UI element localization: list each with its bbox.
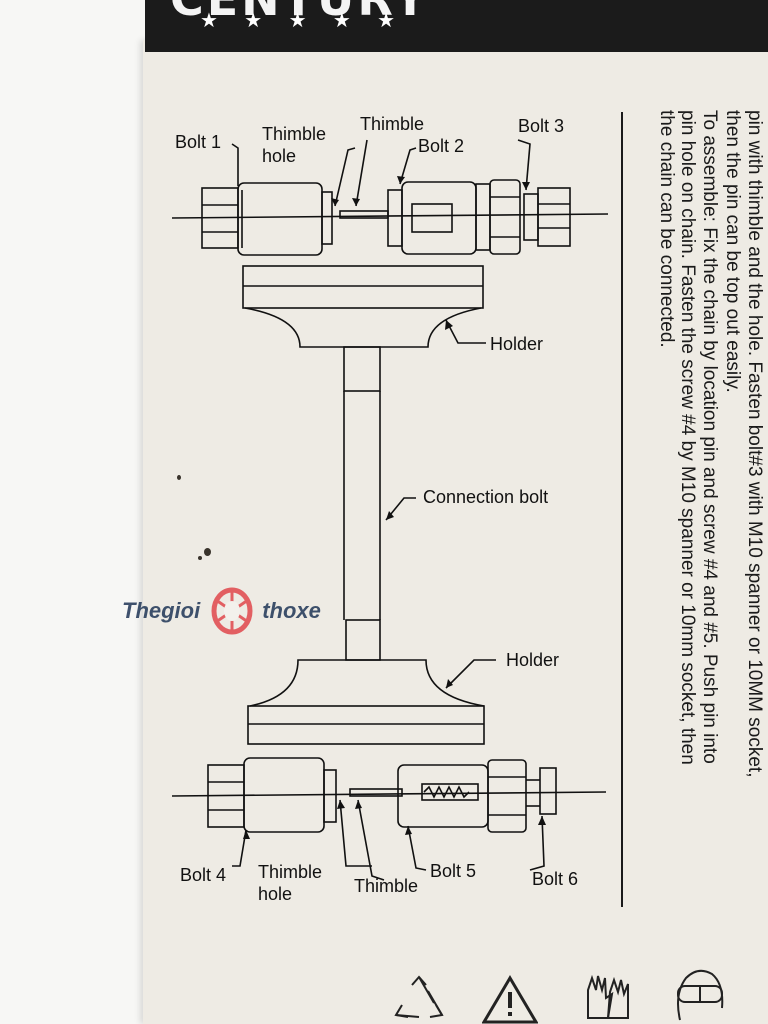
gloves-icon [587, 974, 629, 1019]
label-bolt-1: Bolt 1 [175, 132, 221, 152]
paper-speck [198, 556, 202, 560]
label-holder-bottom: Holder [506, 650, 559, 670]
instruction-line-4: pin hole on chain. Fasten the screw #4 b… [677, 110, 699, 765]
label-thimble-top: Thimble [360, 114, 424, 134]
brand-name: CENTURY [170, 0, 430, 26]
manual-page [143, 40, 768, 1024]
label-bolt-4: Bolt 4 [180, 865, 226, 885]
tire-logo-icon [211, 587, 253, 635]
watermark-text-2: thoxe [262, 598, 321, 623]
instruction-text: pin with thimble and the hole. Fasten bo… [656, 110, 765, 900]
recycle-icon [394, 975, 444, 1018]
watermark-text-1: Thegioi [122, 598, 201, 623]
label-thimble-hole-bottom-2: hole [258, 884, 292, 904]
instruction-line-5: the chain can be connected. [656, 110, 677, 348]
paper-speck [177, 475, 181, 480]
label-thimble-hole-top: Thimble [262, 124, 326, 144]
warning-triangle-icon [482, 975, 538, 1024]
background-surface [0, 0, 150, 1024]
label-holder-top: Holder [490, 334, 543, 354]
label-bolt-6: Bolt 6 [532, 869, 578, 889]
paper-speck [204, 548, 211, 556]
label-thimble-hole-top-2: hole [262, 146, 296, 166]
label-thimble-hole-bottom: Thimble [258, 862, 322, 882]
brand-header [145, 0, 768, 52]
instruction-line-1: pin with thimble and the hole. Fasten bo… [744, 110, 765, 778]
label-bolt-2: Bolt 2 [418, 136, 464, 156]
instruction-line-2: then the pin can be top out easily. [722, 110, 744, 393]
column-divider [621, 112, 623, 907]
safety-goggles-icon [677, 969, 724, 1021]
label-thimble-bottom: Thimble [354, 876, 418, 896]
watermark: Thegioi thoxe [122, 587, 321, 635]
label-bolt-3: Bolt 3 [518, 116, 564, 136]
instruction-line-3: To assemble: Fix the chain by location p… [699, 110, 720, 764]
label-connection-bolt: Connection bolt [423, 487, 548, 507]
brand-stars: ★ ★ ★ ★ ★ [200, 8, 406, 32]
label-bolt-5: Bolt 5 [430, 861, 476, 881]
